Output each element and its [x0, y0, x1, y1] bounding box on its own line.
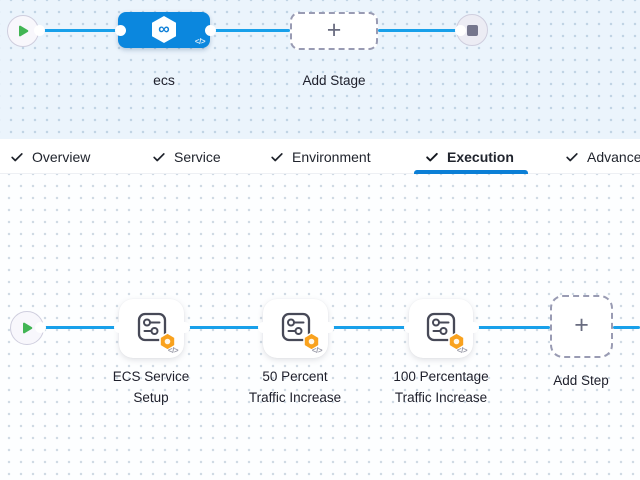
edge	[40, 29, 120, 32]
active-tab-underline	[414, 170, 528, 174]
tab-overview[interactable]: Overview	[10, 139, 90, 174]
code-icon: </>	[456, 346, 468, 355]
tab-environment[interactable]: Environment	[270, 139, 371, 174]
code-icon: </>	[311, 346, 323, 355]
connector-port[interactable]	[178, 322, 190, 333]
tab-label: Advanced	[587, 148, 640, 165]
step-label: 100 Percentage Traffic Increase	[371, 366, 511, 408]
connector-port[interactable]	[34, 25, 45, 36]
step-node-ecs-service-setup[interactable]: </>	[119, 299, 184, 358]
plus-icon: +	[326, 15, 342, 44]
step-label: ECS Service Setup	[81, 366, 221, 408]
tab-advanced[interactable]: Advanced	[565, 139, 640, 174]
stage-label: ecs	[153, 72, 175, 88]
orange-hex-badge	[448, 331, 465, 351]
edge	[209, 29, 290, 32]
check-icon	[566, 152, 578, 161]
edge	[613, 326, 640, 329]
tab-label: Environment	[292, 148, 371, 165]
check-icon	[271, 152, 283, 161]
connector-port[interactable]	[257, 322, 269, 333]
check-icon	[11, 152, 23, 161]
add-step-button[interactable]: +	[550, 295, 613, 358]
tab-label: Execution	[447, 148, 514, 165]
edge	[473, 326, 550, 329]
play-icon	[23, 322, 33, 334]
connector-port[interactable]	[34, 322, 46, 333]
infinity-glyph: ∞	[158, 21, 170, 38]
stop-icon	[466, 24, 478, 36]
ecs-hexagon-icon: ∞	[152, 16, 176, 43]
add-step-label: Add Step	[553, 373, 609, 388]
orange-hex-badge	[302, 331, 320, 351]
stage-config-tabs: Overview Service Environment Execution A…	[0, 139, 640, 174]
orange-hex-badge	[158, 331, 176, 351]
connector-port[interactable]	[467, 322, 479, 333]
play-icon	[19, 25, 29, 37]
stage-node-ecs[interactable]: ∞ </>	[118, 12, 210, 48]
code-icon: </>	[194, 37, 206, 46]
add-stage-label: Add Stage	[302, 73, 366, 88]
step-label: 50 Percent Traffic Increase	[225, 366, 365, 408]
step-settings-icon	[278, 309, 320, 351]
step-node-50-percent[interactable]: </>	[263, 299, 328, 358]
connector-port[interactable]	[114, 25, 126, 36]
pipeline-start-node	[7, 15, 39, 47]
step-label-line2: Traffic Increase	[394, 390, 488, 405]
connector-port[interactable]	[113, 322, 125, 333]
tab-label: Overview	[32, 148, 91, 165]
check-icon	[153, 152, 165, 161]
step-settings-icon	[134, 309, 176, 351]
step-label-line2: Traffic Increase	[248, 390, 342, 405]
edge	[378, 29, 460, 32]
connector-port[interactable]	[403, 322, 415, 333]
code-icon: </>	[167, 346, 179, 355]
check-icon	[426, 152, 438, 161]
tab-label: Service	[174, 148, 221, 165]
plus-icon: +	[574, 311, 589, 339]
tab-service[interactable]: Service	[152, 139, 221, 174]
step-settings-icon	[423, 309, 465, 351]
connector-port[interactable]	[204, 25, 216, 36]
edge	[184, 326, 263, 329]
step-label-line1: 50 Percent	[262, 369, 328, 384]
connector-port[interactable]	[454, 25, 466, 36]
edge	[328, 326, 409, 329]
step-node-100-percentage[interactable]: </>	[409, 299, 473, 358]
stage-canvas: ∞ </> + ecs Add Stage	[0, 0, 640, 139]
edge	[40, 326, 119, 329]
step-label-line1: ECS Service	[112, 369, 190, 384]
step-label-line1: 100 Percentage	[393, 369, 489, 384]
connector-port[interactable]	[322, 322, 334, 333]
step-label-line2: Setup	[133, 390, 169, 405]
tab-execution[interactable]: Execution	[414, 139, 528, 174]
execution-canvas: </> </>	[0, 174, 640, 480]
add-stage-button[interactable]: +	[290, 12, 378, 50]
